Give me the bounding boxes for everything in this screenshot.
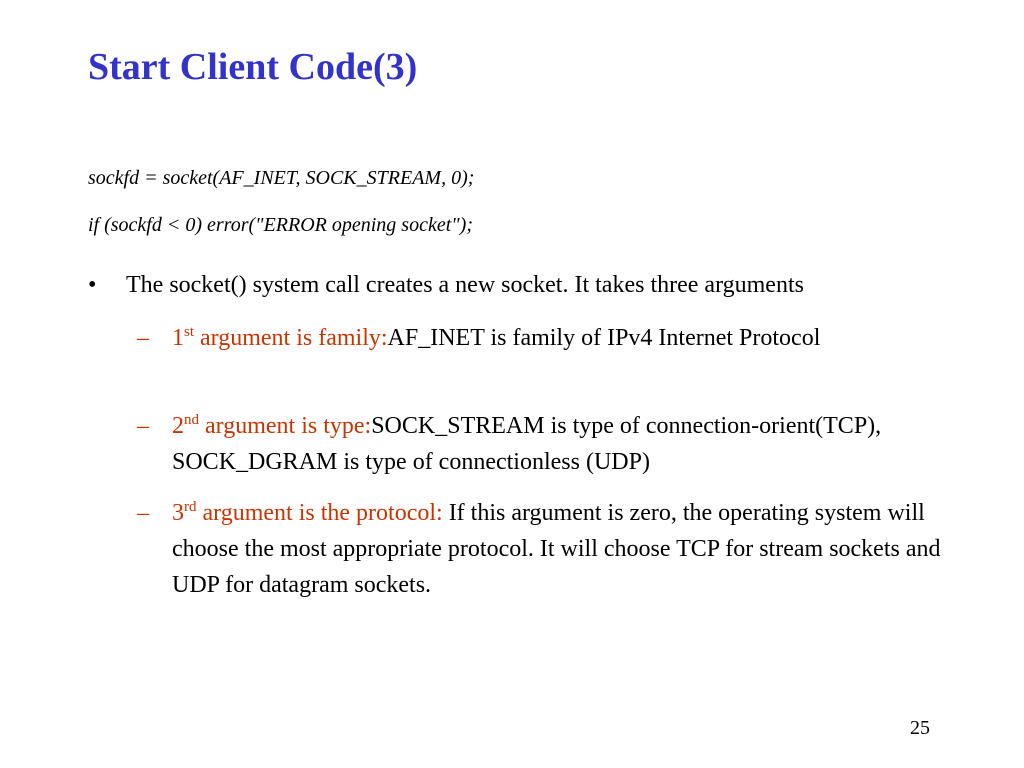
argument-highlight: argument is type: — [199, 413, 372, 439]
argument-description: If this argument is zero, the operating … — [172, 500, 941, 598]
argument-ordinal: st — [184, 324, 195, 340]
argument-number: 3 — [172, 500, 184, 526]
argument-ordinal: nd — [184, 412, 199, 428]
sub-bullet-marker: – — [137, 325, 149, 351]
argument-description: SOCK_STREAM is type of connection-orient… — [172, 413, 882, 475]
sub-bullet-body: 2nd argument is type:SOCK_STREAM is type… — [172, 408, 992, 480]
sub-bullet-marker: – — [137, 500, 149, 526]
argument-description: AF_INET is family of IPv4 Internet Proto… — [387, 325, 821, 351]
slide-title: Start Client Code(3) — [88, 46, 418, 88]
bullet-marker: • — [88, 272, 97, 298]
argument-highlight: argument is the protocol: — [196, 500, 449, 526]
code-line-1: sockfd = socket(AF_INET, SOCK_STREAM, 0)… — [88, 167, 475, 189]
page-number: 25 — [910, 717, 930, 739]
code-line-2: if (sockfd < 0) error("ERROR opening soc… — [88, 214, 473, 236]
argument-number: 1 — [172, 325, 184, 351]
bullet-text: The socket() system call creates a new s… — [126, 272, 804, 298]
argument-highlight: argument is family: — [194, 325, 388, 351]
argument-ordinal: rd — [184, 499, 197, 515]
sub-bullet-body: 1st argument is family:AF_INET is family… — [172, 320, 992, 356]
sub-bullet-body: 3rd argument is the protocol: If this ar… — [172, 495, 992, 603]
sub-bullet-marker: – — [137, 413, 149, 439]
argument-number: 2 — [172, 413, 184, 439]
